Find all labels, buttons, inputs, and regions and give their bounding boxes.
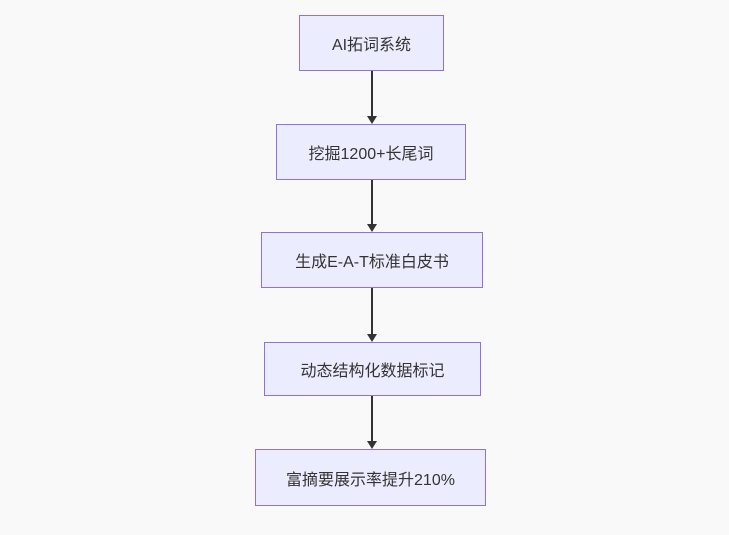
flow-arrow-4 bbox=[366, 396, 377, 449]
flow-node-structured-data-markup: 动态结构化数据标记 bbox=[264, 342, 481, 396]
flow-arrow-3 bbox=[366, 288, 377, 342]
flow-node-label: 富摘要展示率提升210% bbox=[286, 471, 455, 489]
arrow-down-icon bbox=[366, 224, 377, 232]
arrow-shaft bbox=[370, 288, 373, 334]
flow-node-eat-whitepaper: 生成E-A-T标准白皮书 bbox=[261, 232, 483, 288]
arrow-down-icon bbox=[366, 116, 377, 124]
flow-node-label: 生成E-A-T标准白皮书 bbox=[295, 254, 449, 271]
arrow-down-icon bbox=[366, 441, 377, 449]
flow-node-longtail-mining: 挖掘1200+长尾词 bbox=[276, 124, 466, 180]
arrow-shaft bbox=[370, 71, 373, 116]
flow-node-label: 挖掘1200+长尾词 bbox=[308, 146, 434, 163]
flow-arrow-1 bbox=[366, 71, 377, 124]
flow-node-ai-word-expansion: AI拓词系统 bbox=[299, 15, 444, 71]
flow-node-label: AI拓词系统 bbox=[331, 37, 412, 54]
flow-node-label: 动态结构化数据标记 bbox=[300, 363, 445, 380]
arrow-shaft bbox=[370, 180, 373, 224]
flow-arrow-2 bbox=[366, 180, 377, 232]
arrow-down-icon bbox=[366, 334, 377, 342]
flow-node-rich-snippet-result: 富摘要展示率提升210% bbox=[255, 449, 486, 506]
arrow-shaft bbox=[370, 396, 373, 441]
